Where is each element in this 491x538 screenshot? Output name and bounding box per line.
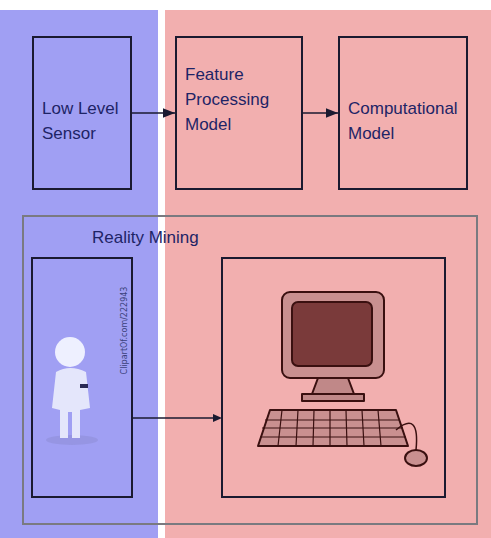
region-box: Reality Mining — [22, 215, 478, 525]
person-figure — [46, 337, 98, 445]
box-label: Low Level Sensor — [42, 96, 124, 146]
region-heading: Reality Mining — [92, 225, 470, 250]
process-box: Low Level Sensor — [32, 36, 132, 190]
process-box: Feature Processing Model — [175, 36, 303, 190]
process-box: Computational Model — [338, 36, 468, 190]
computer-illustration — [258, 292, 427, 466]
box-label: Feature Processing Model — [185, 62, 295, 137]
box-label: Computational Model — [348, 96, 462, 146]
flow-arrow — [132, 417, 214, 419]
flow-arrow — [303, 112, 338, 114]
computer-frame — [222, 258, 445, 497]
flow-arrow — [132, 112, 175, 114]
model-band — [165, 10, 491, 538]
person-frame — [32, 258, 132, 497]
watermark: ClipartOf.com/222943 — [121, 286, 130, 374]
arrow-head — [213, 414, 222, 422]
